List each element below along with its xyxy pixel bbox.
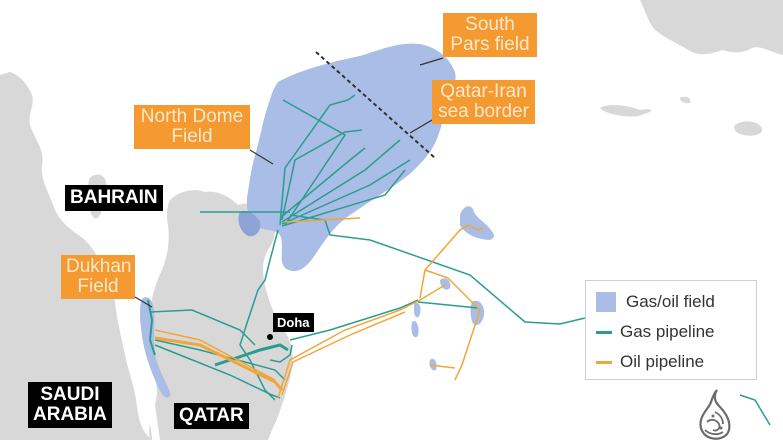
leader-line	[134, 296, 153, 308]
legend-item-oil-pipeline: Oil pipeline	[594, 347, 748, 377]
callout-text: Dukhan	[66, 256, 132, 277]
gas-pipelines	[147, 94, 771, 426]
field-offshore	[414, 302, 421, 318]
field-offshore	[470, 300, 485, 326]
country-name: ARABIA	[33, 404, 107, 425]
legend-label: Oil pipeline	[620, 352, 705, 371]
callout-text: Qatar-Iran	[440, 81, 527, 102]
oil-line-swatch-icon	[596, 360, 612, 364]
callout-text: Field	[171, 126, 213, 147]
island	[680, 96, 691, 104]
callout-qatar-iran-border: Qatar-Iran sea border	[432, 80, 535, 124]
leader-line	[249, 149, 274, 165]
callout-text: Pars field	[450, 34, 530, 55]
callout-dukhan: Dukhan Field	[61, 255, 135, 299]
country-name: BAHRAIN	[70, 187, 158, 208]
field-north-dome-south-pars	[246, 43, 456, 272]
land-qatar	[155, 203, 293, 440]
field-overlap	[238, 210, 261, 237]
callout-south-pars: South Pars field	[443, 13, 537, 57]
label-qatar: QATAR	[174, 403, 249, 429]
callout-text: sea border	[438, 101, 529, 122]
field-swatch-icon	[596, 292, 616, 312]
island	[734, 121, 762, 136]
map-legend: Gas/oil field Gas pipeline Oil pipeline	[585, 280, 757, 380]
field-dukhan	[140, 297, 171, 398]
callout-text: Field	[77, 276, 119, 297]
oil-pipelines	[154, 217, 485, 399]
gas-line-swatch-icon	[596, 330, 612, 334]
land-iran	[640, 0, 783, 55]
legend-item-gas-pipeline: Gas pipeline	[594, 317, 748, 347]
country-name: QATAR	[179, 405, 244, 426]
field-offshore	[429, 358, 437, 371]
legend-item-field: Gas/oil field	[594, 287, 748, 317]
doha-marker	[267, 334, 273, 340]
callout-text: North Dome	[140, 106, 244, 127]
leader-line	[419, 57, 444, 66]
callout-text: South	[465, 14, 515, 35]
field-offshore	[460, 206, 494, 240]
country-name: SAUDI	[40, 384, 100, 405]
city-name: Doha	[277, 315, 310, 330]
legend-label: Gas pipeline	[620, 322, 715, 341]
label-doha: Doha	[273, 313, 314, 332]
label-saudi-arabia: SAUDI ARABIA	[28, 382, 112, 428]
callout-north-dome: North Dome Field	[134, 105, 250, 149]
island	[600, 104, 652, 117]
legend-label: Gas/oil field	[626, 292, 715, 311]
field-offshore	[411, 320, 419, 338]
label-bahrain: BAHRAIN	[65, 185, 163, 211]
al-jazeera-logo-icon	[699, 389, 731, 440]
sea-border-line	[315, 51, 436, 159]
leader-line	[409, 119, 433, 134]
